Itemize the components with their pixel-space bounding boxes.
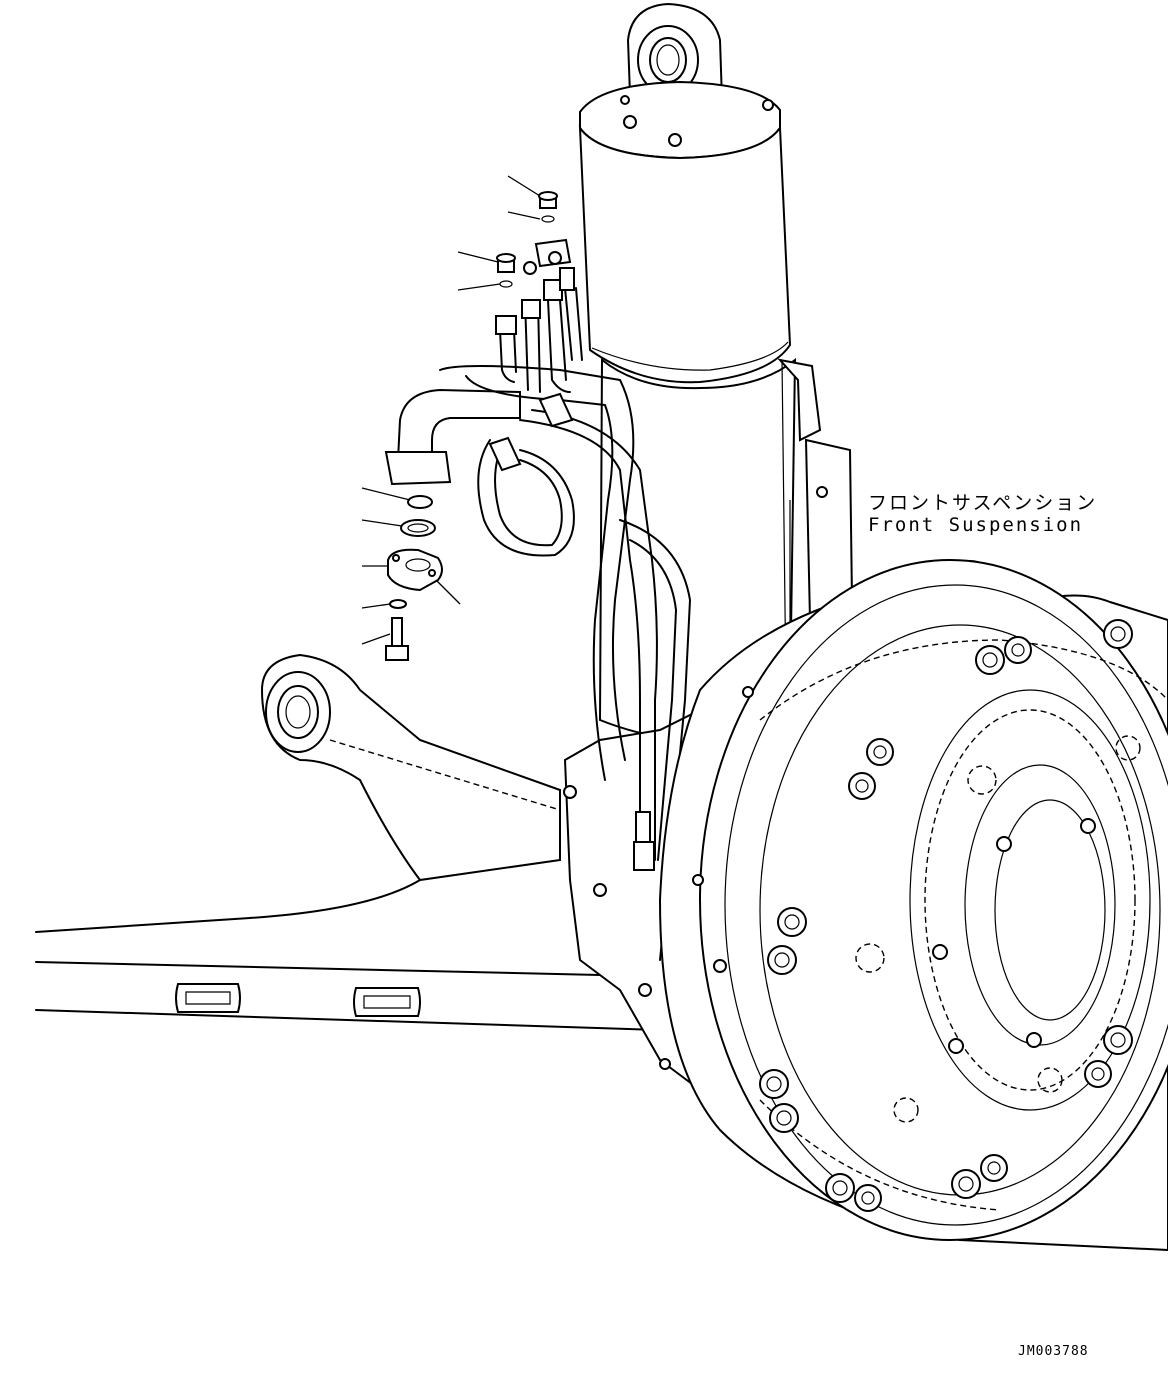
assembly-label-japanese: フロントサスペンション <box>868 492 1098 514</box>
assembly-label-english: Front Suspension <box>868 514 1084 536</box>
wheel-hub <box>658 559 1168 1252</box>
hub-bolts <box>759 619 1133 1212</box>
suspension-cylinder <box>578 2 854 742</box>
hydraulic-hoses <box>384 238 691 961</box>
exploded-parts <box>361 175 558 661</box>
drawing-number: JM003788 <box>1018 1344 1089 1359</box>
